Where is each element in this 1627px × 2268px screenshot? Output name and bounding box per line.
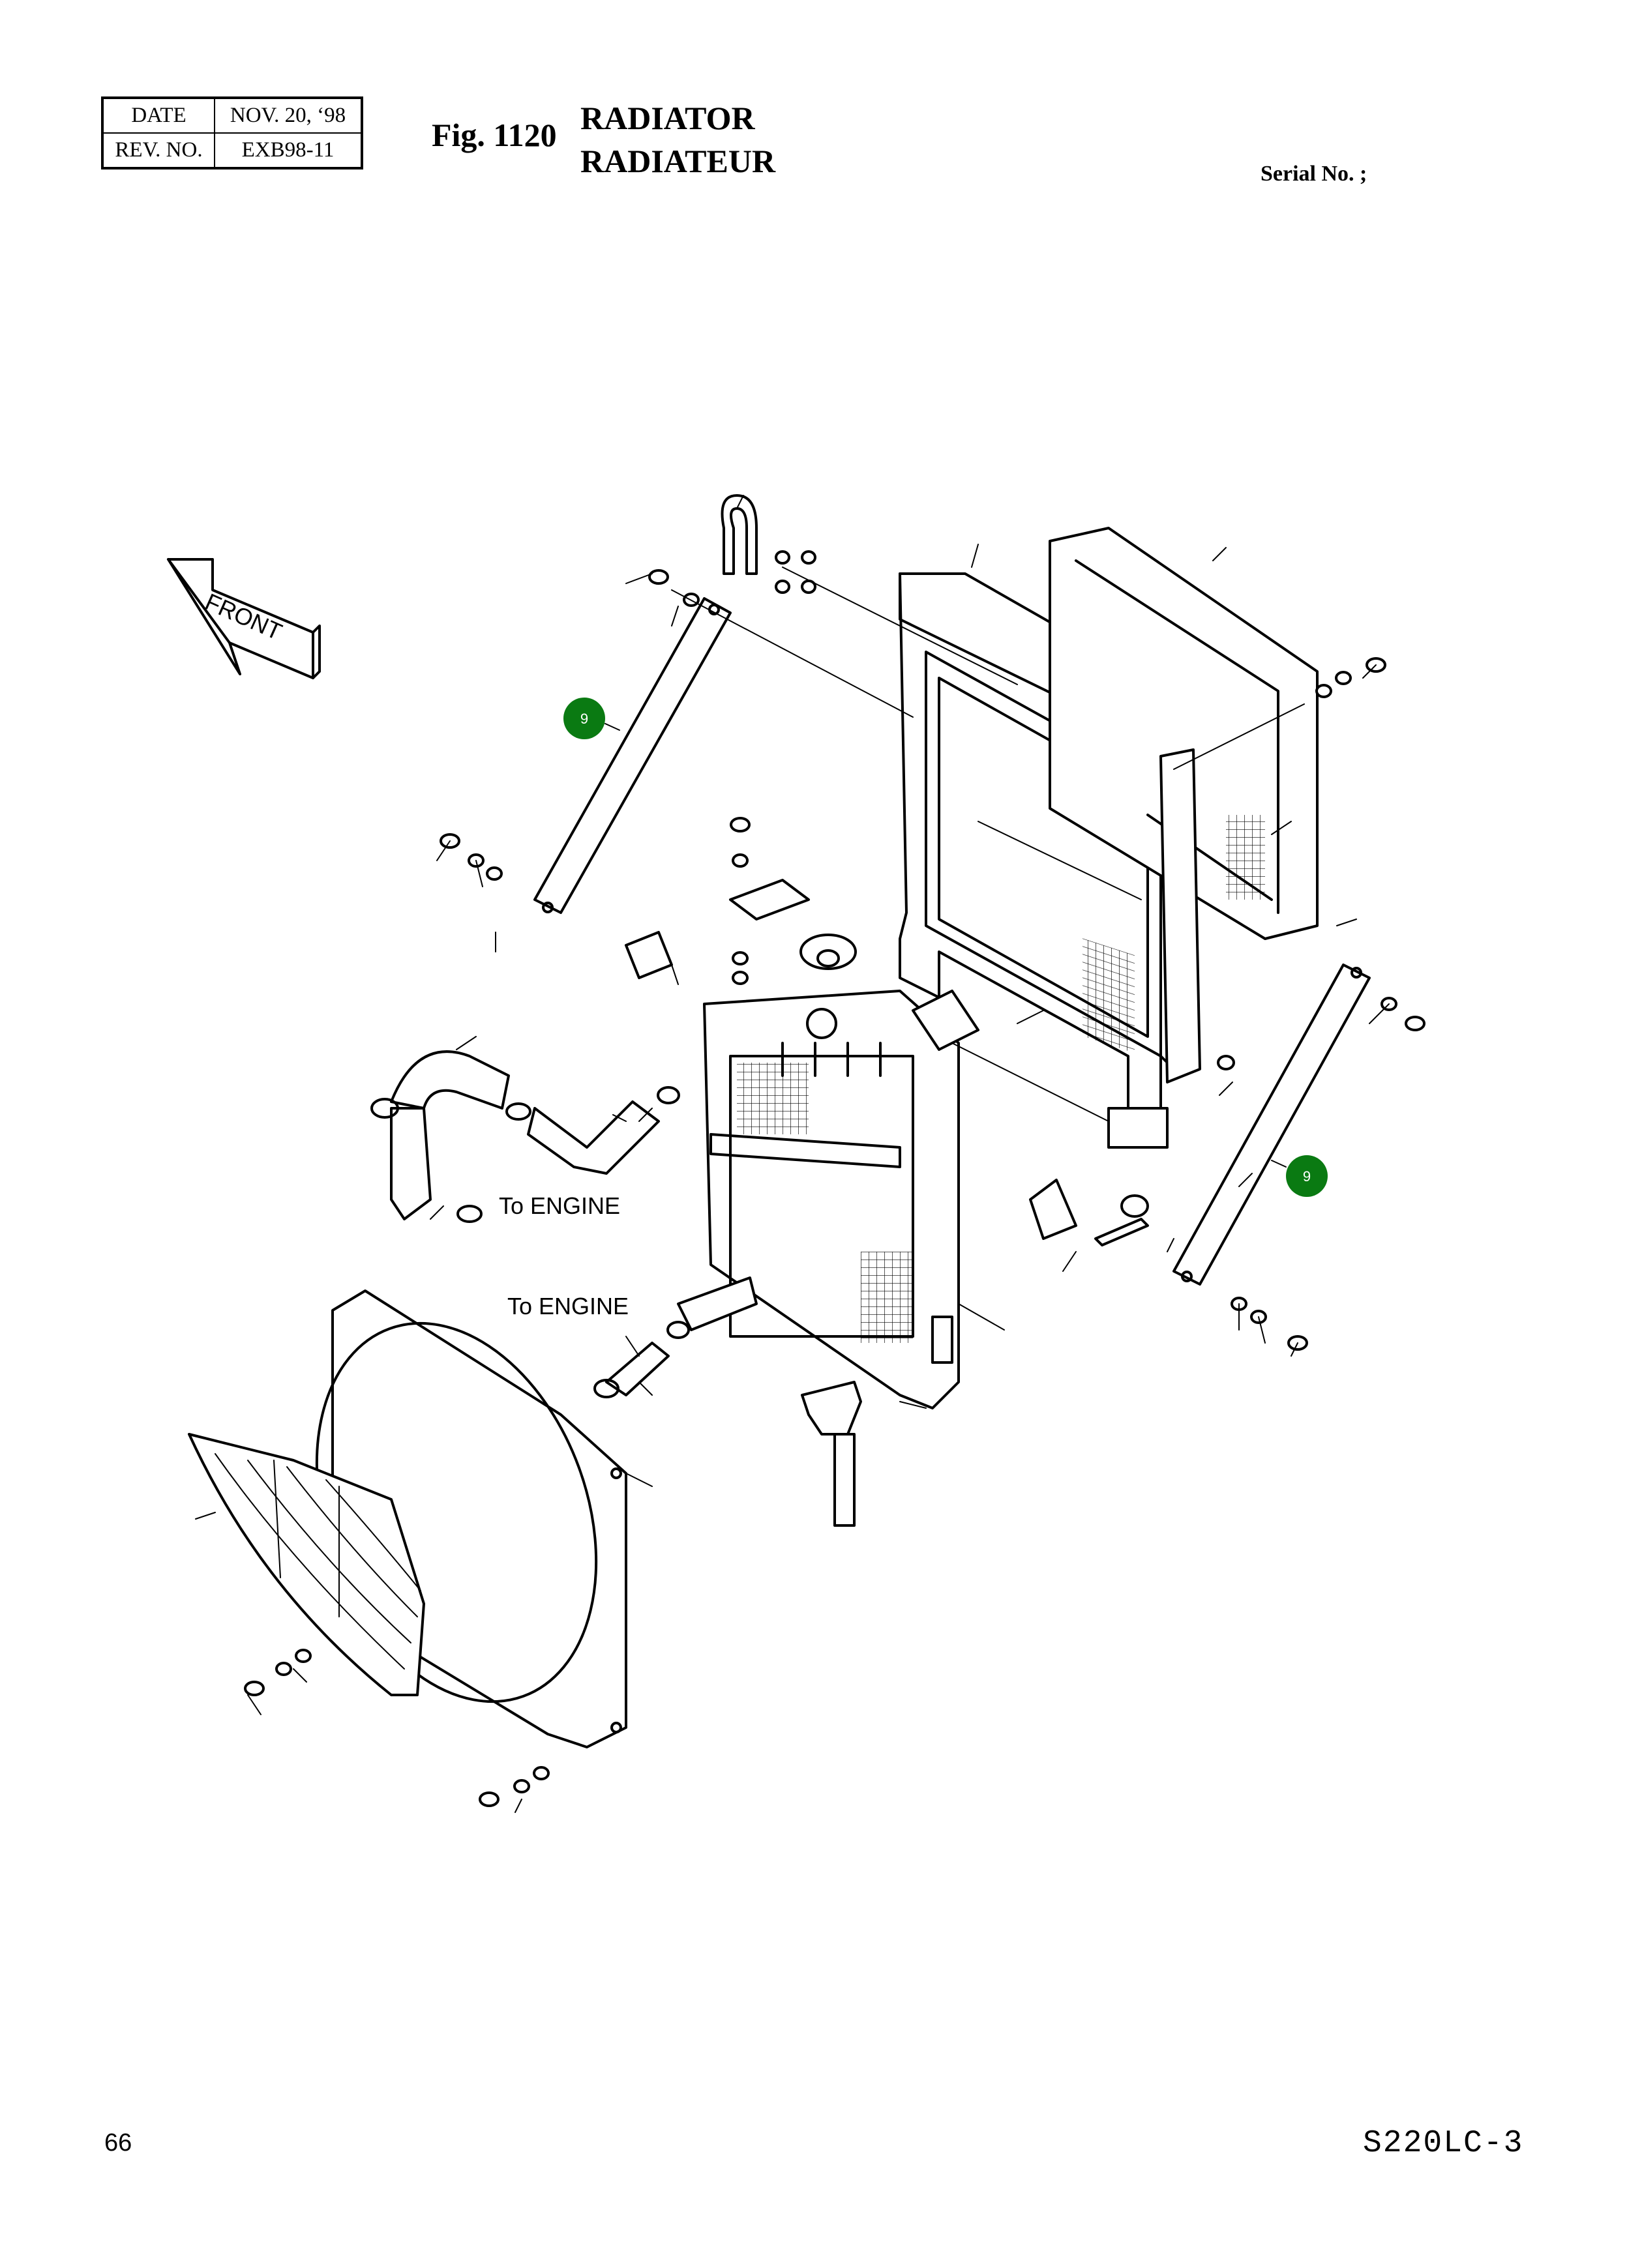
radiator-cap	[799, 934, 857, 970]
rev-value: EXB98-11	[214, 132, 363, 169]
drain-cock	[801, 1381, 862, 1527]
radiator-core	[703, 990, 960, 1409]
figure-number: Fig. 1120	[432, 117, 557, 153]
rev-row: REV. NO. EXB98-11	[102, 132, 363, 169]
leader-lines	[195, 495, 1390, 1813]
callout-9-lower: 9	[1271, 1155, 1328, 1197]
figure-title: RADIATOR RADIATEUR	[580, 96, 775, 183]
front-arrow-icon: FRONT	[167, 558, 321, 679]
title-english: RADIATOR	[580, 100, 755, 136]
serial-number-label: Serial No. ;	[1261, 162, 1367, 186]
callout-badge-upper	[563, 698, 605, 739]
support-rod-right	[1172, 964, 1371, 1286]
to-engine-label-upper: To ENGINE	[499, 1192, 620, 1219]
page-number: 66	[104, 2129, 132, 2157]
support-rod-left	[533, 597, 732, 914]
title-french: RADIATEUR	[580, 143, 776, 179]
callout-number-lower: 9	[1303, 1168, 1311, 1185]
upper-hose-assembly: To ENGINE	[370, 1050, 680, 1223]
date-label: DATE	[102, 97, 215, 134]
callout-9-upper: 9	[563, 698, 620, 739]
date-row: DATE NOV. 20, ‘98	[102, 97, 363, 134]
rev-label: REV. NO.	[102, 132, 215, 169]
to-engine-label-lower: To ENGINE	[507, 1293, 629, 1319]
lower-hose-assembly: To ENGINE	[507, 1276, 758, 1398]
side-bracket	[1159, 748, 1265, 1083]
revision-table: DATE NOV. 20, ‘98 REV. NO. EXB98-11	[101, 96, 363, 169]
date-value: NOV. 20, ‘98	[214, 97, 363, 134]
callout-badge-lower	[1286, 1155, 1328, 1197]
fan-guard	[188, 1433, 425, 1696]
model-number: S220LC-3	[1363, 2126, 1524, 2161]
callout-number-upper: 9	[580, 711, 588, 727]
